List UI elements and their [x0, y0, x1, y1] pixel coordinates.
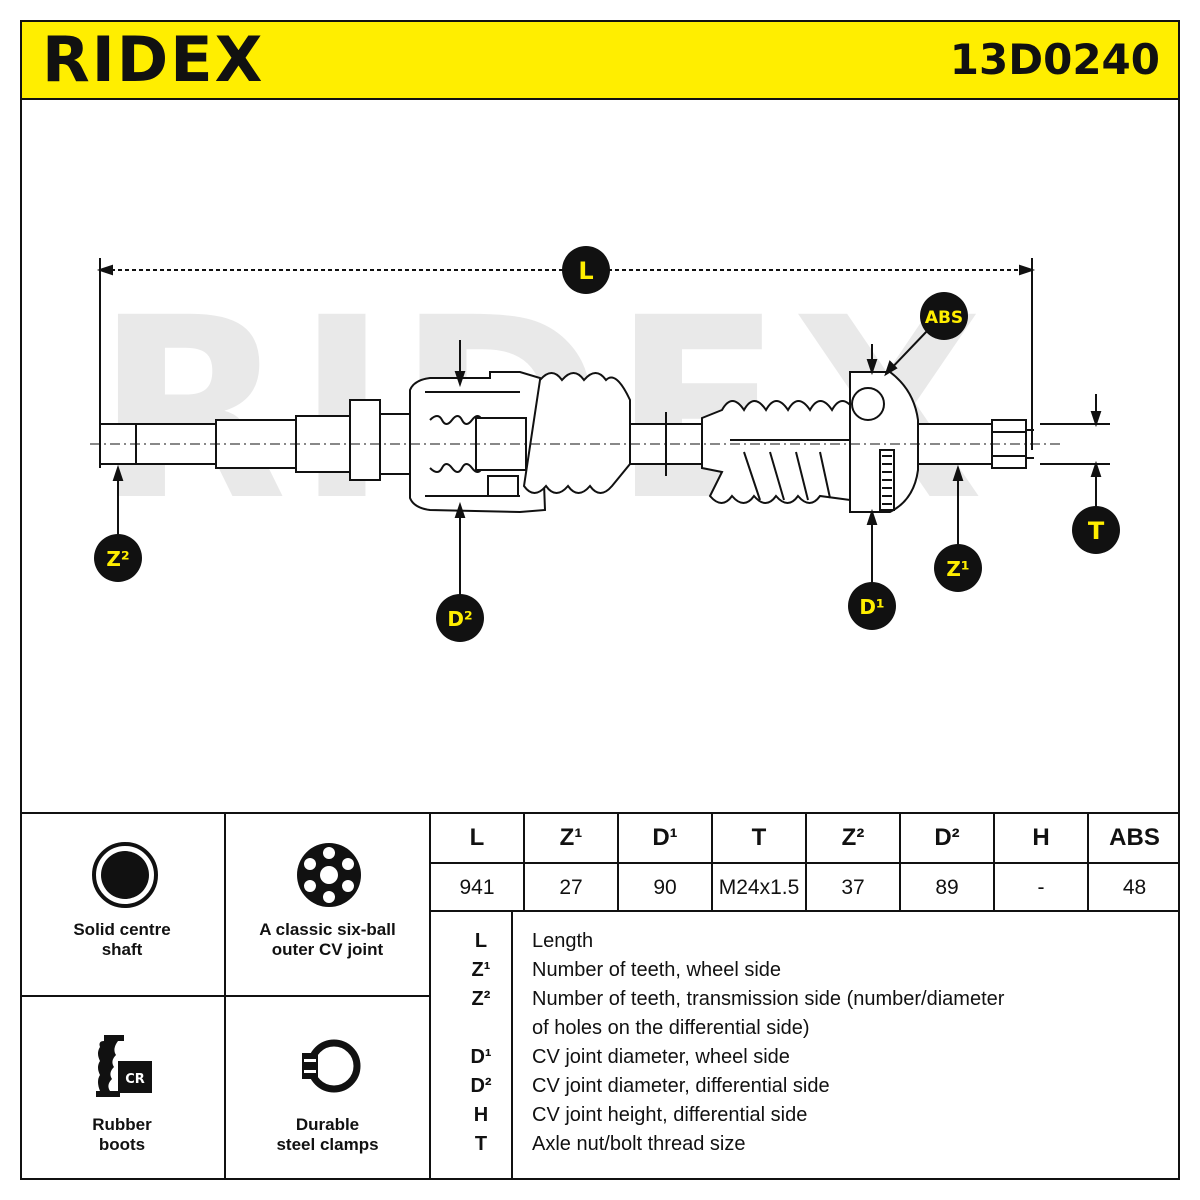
legend-divider — [511, 912, 513, 1180]
legend-row: D¹ CV joint diameter, wheel side — [431, 1043, 1180, 1072]
legend-row: of holes on the differential side) — [431, 1014, 1180, 1043]
spec-value-Z2: 37 — [807, 864, 901, 912]
legend-symbol: Z² — [471, 988, 491, 1010]
badge-Z2: Z² — [94, 534, 142, 582]
feature-steel-clamps-line1: Durable — [295, 1115, 360, 1134]
legend-symbol: D¹ — [470, 1046, 492, 1068]
legend-row: D² CV joint diameter, differential side — [431, 1072, 1180, 1101]
legend-desc: Number of teeth, transmission side (numb… — [532, 988, 1005, 1010]
legend-symbol: D² — [470, 1075, 492, 1097]
spec-value-L: 941 — [431, 864, 525, 912]
legend-desc: Number of teeth, wheel side — [532, 959, 782, 981]
feature-solid-shaft-line2: shaft — [101, 940, 143, 959]
badge-Z1: Z¹ — [934, 544, 982, 592]
badge-D1-text: D¹ — [859, 595, 884, 619]
badge-ABS: ABS — [920, 292, 968, 340]
spec-header-T: T — [713, 812, 807, 864]
badge-T: T — [1072, 506, 1120, 554]
badge-L-text: L — [578, 257, 593, 285]
spec-table-values: 941 27 90 M24x1.5 37 89 - 48 — [431, 864, 1180, 912]
badge-L: L — [562, 246, 610, 294]
steel-clamp-icon — [302, 1039, 361, 1093]
legend-row: H CV joint height, differential side — [431, 1101, 1180, 1130]
legend-desc: Axle nut/bolt thread size — [532, 1133, 746, 1155]
legend-row: T Axle nut/bolt thread size — [431, 1130, 1180, 1159]
legend-desc: Length — [532, 930, 594, 952]
spec-value-ABS: 48 — [1089, 864, 1180, 912]
feature-six-ball: A classic six-ball outer CV joint — [226, 812, 431, 997]
product-sheet — [20, 20, 1180, 1180]
feature-solid-shaft-line1: Solid centre — [73, 920, 171, 939]
badge-T-text: T — [1088, 517, 1105, 545]
spec-table: L Z¹ D¹ T Z² D² H ABS 941 27 90 M24x1.5 … — [431, 812, 1180, 912]
spec-header-D2: D² — [901, 812, 995, 864]
spec-value-Z1: 27 — [525, 864, 619, 912]
features-grid: Solid centre shaft A classic six-ball ou… — [20, 812, 431, 1180]
header-bar: RIDEX 13D0240 — [20, 20, 1180, 100]
feature-steel-clamps: Durable steel clamps — [226, 997, 431, 1180]
solid-shaft-icon — [92, 842, 158, 908]
badge-D1: D¹ — [848, 582, 896, 630]
badge-Z1-text: Z¹ — [946, 557, 969, 581]
legend-symbol: Z¹ — [471, 959, 491, 981]
spec-value-D2: 89 — [901, 864, 995, 912]
legend-desc: CV joint diameter, differential side — [532, 1075, 830, 1097]
badge-Z2-text: Z² — [106, 547, 129, 571]
spec-header-Z1: Z¹ — [525, 812, 619, 864]
part-number: 13D0240 — [949, 35, 1160, 84]
badge-ABS-text: ABS — [925, 308, 963, 328]
spec-header-ABS: ABS — [1089, 812, 1180, 864]
drive-shaft-diagram: L ABS Z² D² D¹ Z¹ T — [90, 246, 1120, 642]
legend: L Length Z¹ Number of teeth, wheel side … — [431, 912, 1180, 1180]
feature-six-ball-line2: outer CV joint — [271, 940, 384, 959]
spec-table-header: L Z¹ D¹ T Z² D² H ABS — [431, 812, 1180, 864]
feature-rubber-boots-line2: boots — [98, 1135, 146, 1154]
feature-rubber-boots-line1: Rubber — [92, 1115, 152, 1134]
rubber-boot-badge: CR — [125, 1072, 145, 1087]
legend-desc: of holes on the differential side) — [532, 1017, 810, 1039]
feature-steel-clamps-line2: steel clamps — [276, 1135, 379, 1154]
spec-header-D1: D¹ — [619, 812, 713, 864]
feature-six-ball-line1: A classic six-ball — [259, 920, 396, 939]
badge-D2-text: D² — [447, 607, 472, 631]
spec-header-L: L — [431, 812, 525, 864]
legend-desc: CV joint height, differential side — [532, 1104, 808, 1126]
legend-symbol: L — [474, 930, 488, 952]
spec-header-Z2: Z² — [807, 812, 901, 864]
spec-header-H: H — [995, 812, 1089, 864]
spec-value-H: - — [995, 864, 1089, 912]
legend-symbol: T — [474, 1133, 488, 1155]
spec-value-D1: 90 — [619, 864, 713, 912]
spec-left-border — [429, 812, 431, 1180]
legend-desc: CV joint diameter, wheel side — [532, 1046, 790, 1068]
legend-row: Z² Number of teeth, transmission side (n… — [431, 985, 1180, 1014]
section-divider — [20, 812, 1180, 814]
six-ball-joint-icon — [297, 843, 361, 907]
legend-row: L Length — [431, 927, 1180, 956]
brand-logo: RIDEX — [42, 23, 265, 96]
feature-solid-shaft: Solid centre shaft — [20, 812, 226, 997]
rubber-boot-icon: CR — [96, 1035, 152, 1097]
legend-symbol: H — [473, 1104, 489, 1126]
legend-row: Z¹ Number of teeth, wheel side — [431, 956, 1180, 985]
badge-D2: D² — [436, 594, 484, 642]
spec-value-T: M24x1.5 — [713, 864, 807, 912]
feature-rubber-boots: CR Rubber boots — [20, 997, 226, 1180]
